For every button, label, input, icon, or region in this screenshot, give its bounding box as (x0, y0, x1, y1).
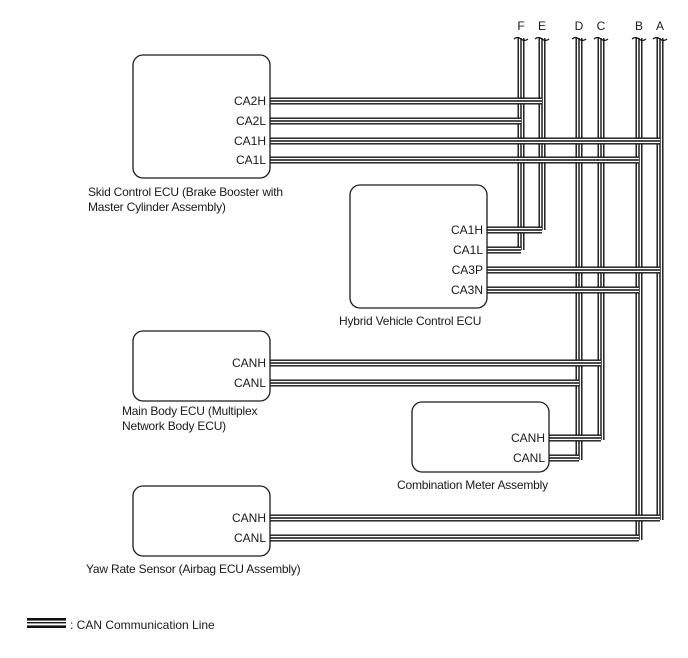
ecu-mainbody: CANH CANL Main Body ECU (MultiplexNetwork … (122, 330, 271, 433)
ecu-box (132, 54, 271, 179)
pin-label-canl: CANL (513, 451, 545, 465)
ecu-caption: Skid Control ECU (Brake Booster with (88, 185, 283, 199)
bus-break-icon (534, 36, 550, 42)
ecu-caption: Network Body ECU) (122, 419, 226, 433)
bus-break-icon (513, 36, 529, 42)
pin-label-ca1h: CA1H (234, 134, 266, 148)
legend-text: : CAN Communication Line (70, 618, 215, 632)
ecu-box (411, 401, 550, 473)
bus-break-icon (571, 36, 587, 42)
ecu-caption: Yaw Rate Sensor (Airbag ECU Assembly) (86, 562, 301, 576)
pin-label-canh: CANH (511, 431, 545, 445)
wire-layer (270, 38, 664, 542)
legend-line-outer-bottom (27, 625, 66, 628)
ecu-caption: Master Cylinder Assembly) (88, 200, 226, 214)
ecu-caption: Main Body ECU (Multiplex (122, 404, 257, 418)
bus-label-C: C (597, 19, 606, 33)
bus-label-A: A (656, 19, 664, 33)
pin-label-ca2l: CA2L (236, 114, 266, 128)
bus-label-D: D (575, 19, 584, 33)
pin-label-canl: CANL (234, 531, 266, 545)
legend-line-symbol-icon (27, 618, 66, 628)
pin-label-ca2h: CA2H (234, 94, 266, 108)
pin-label-ca1l: CA1L (236, 153, 266, 167)
bus-label-F: F (517, 19, 524, 33)
pin-label-ca3p: CA3P (452, 263, 483, 277)
ecu-yaw: CANH CANL Yaw Rate Sensor (Airbag ECU Asse… (86, 485, 301, 576)
pin-label-canh: CANH (232, 356, 266, 370)
ecu-box (132, 485, 271, 557)
ecu-caption: Hybrid Vehicle Control ECU (339, 314, 481, 328)
bus-break-icon (652, 36, 668, 42)
pin-label-ca1l: CA1L (453, 243, 483, 257)
bus-label-E: E (538, 19, 546, 33)
ecu-hybrid: CA1H CA1L CA3P CA3N Hybrid Vehicle Control E… (339, 184, 488, 328)
ecu-meter: CANH CANL Combination Meter Assembly (397, 401, 550, 492)
pin-label-canh: CANH (232, 511, 266, 525)
legend: : CAN Communication Line (27, 618, 215, 632)
pin-label-ca3n: CA3N (451, 283, 483, 297)
pin-label-ca1h: CA1H (451, 223, 483, 237)
legend-line-outer-top (27, 618, 66, 621)
ecu-box (132, 330, 271, 402)
bus-label-B: B (635, 19, 643, 33)
ecu-caption: Combination Meter Assembly (397, 478, 548, 492)
ecu-layer: CA2H CA2L CA1H CA1L Skid Control ECU (Brake … (86, 54, 550, 576)
bus-break-icon (631, 36, 647, 42)
ecu-box (349, 184, 488, 309)
legend-line-core (27, 622, 66, 624)
bus-break-icon (593, 36, 609, 42)
pin-label-canl: CANL (234, 376, 266, 390)
ecu-skid: CA2H CA2L CA1H CA1L Skid Control ECU (Brake … (88, 54, 283, 214)
